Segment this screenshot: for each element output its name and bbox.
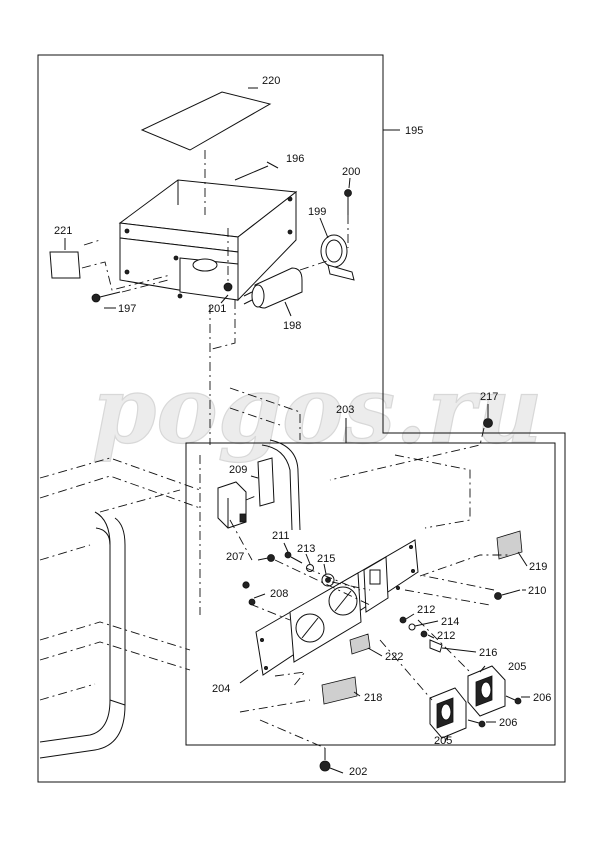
label-195: 195	[405, 125, 423, 137]
label-210: 210	[528, 585, 546, 597]
label-221	[49, 251, 81, 279]
label-217: 217	[480, 391, 498, 403]
nut-212-lower	[420, 630, 428, 638]
label-218	[321, 676, 358, 705]
screw-206-upper	[505, 695, 522, 705]
label-219	[496, 530, 523, 560]
label-211: 211	[272, 530, 290, 542]
label-201: 201	[208, 303, 226, 315]
label-212-upper: 212	[417, 604, 435, 616]
label-222	[349, 633, 371, 655]
label-206-upper: 206	[533, 692, 551, 704]
outlet-205-upper	[467, 665, 506, 717]
label-216: 216	[479, 647, 497, 659]
label-202: 202	[349, 766, 367, 778]
screw-206-lower	[467, 719, 486, 728]
clamp-199	[320, 234, 355, 281]
label-215: 215	[317, 553, 335, 565]
label-221: 221	[54, 225, 72, 237]
label-222: 222	[385, 651, 403, 663]
washer-208	[248, 598, 256, 606]
bracket-209	[257, 457, 275, 507]
label-220: 220	[262, 75, 280, 87]
label-219: 219	[529, 561, 547, 573]
label-199: 199	[308, 206, 326, 218]
screw-197	[91, 291, 121, 303]
control-box-196	[118, 179, 298, 302]
nut-212-upper	[399, 616, 407, 624]
label-203: 203	[336, 404, 354, 416]
screw-202	[319, 748, 331, 772]
nut-201	[223, 282, 233, 292]
label-197: 197	[118, 303, 136, 315]
knob-215	[321, 573, 335, 587]
label-200: 200	[342, 166, 360, 178]
label-206-lower: 206	[499, 717, 517, 729]
circuit-breaker-209	[217, 481, 247, 529]
label-196: 196	[286, 153, 304, 165]
screw-200	[344, 189, 352, 215]
panel-frame-203	[185, 442, 556, 746]
label-214: 214	[441, 616, 459, 628]
label-204: 204	[212, 683, 230, 695]
watermark-text: pogos.ru	[92, 356, 543, 464]
label-208: 208	[270, 588, 288, 600]
generator-frame-tubes	[39, 387, 301, 759]
label-207: 207	[226, 551, 244, 563]
capacitor-198	[243, 259, 331, 309]
label-209: 209	[229, 464, 247, 476]
outlet-205-lower	[429, 687, 467, 739]
label-205-upper: 205	[508, 661, 526, 673]
leader-lines	[64, 87, 530, 774]
label-213: 213	[297, 543, 315, 555]
label-198: 198	[283, 320, 301, 332]
washer-214	[408, 623, 416, 631]
switch-216	[429, 639, 443, 653]
label-205-lower: 205	[434, 735, 452, 747]
assembly-frame-195	[37, 54, 566, 783]
nut-207	[267, 554, 275, 562]
screw-210	[494, 589, 521, 600]
label-218: 218	[364, 692, 382, 704]
label-212-lower: 212	[437, 630, 455, 642]
cover-plate-220	[140, 91, 272, 151]
